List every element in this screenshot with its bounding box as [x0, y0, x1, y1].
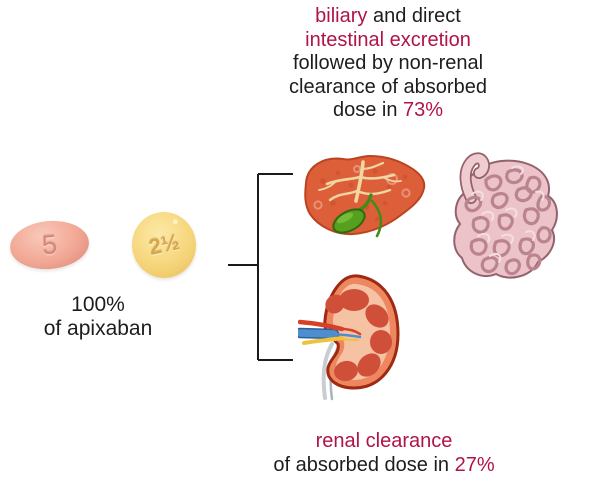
renal-pyramids — [325, 289, 392, 382]
liver-illustration — [304, 154, 426, 238]
yellow-tablet: 2½ — [127, 207, 201, 283]
bile-ducts — [318, 160, 402, 203]
accent-text: renal clearance — [315, 430, 453, 452]
caption-line: dose in 73% — [332, 99, 444, 121]
caption-line: renal clearance — [248, 429, 520, 453]
duodenum-tube — [459, 152, 491, 204]
yellow-tablet-imprint: 2½ — [146, 229, 182, 260]
top-caption: biliary and direct intestinal excretion … — [253, 5, 523, 123]
liver-spots — [313, 165, 411, 210]
dose-label-line: 100% — [71, 293, 125, 316]
accent-text: 73% — [403, 99, 444, 121]
accent-text: biliary — [315, 5, 368, 27]
pink-tablet-imprint: 5 — [40, 228, 59, 261]
dose-label: 100% of apixaban — [18, 293, 178, 341]
caption-line: followed by non-renal — [292, 52, 484, 74]
caption-line: biliary and direct — [315, 5, 461, 27]
caption-line: intestinal excretion — [253, 29, 523, 53]
accent-text: intestinal excretion — [305, 28, 471, 51]
intestine-coils — [464, 168, 552, 276]
gallbladder-icon — [332, 193, 383, 238]
accent-text: 27% — [454, 454, 495, 476]
small-intestine-illustration — [453, 152, 558, 279]
renal-vessels — [298, 319, 362, 345]
bottom-caption: renal clearance of absorbed dose in 27% — [248, 429, 520, 477]
caption-line: clearance of absorbed — [289, 75, 487, 98]
kidney-cross-section-illustration — [298, 274, 400, 401]
ureter-yellow — [302, 336, 344, 345]
dose-label-line: of apixaban — [43, 317, 153, 340]
pink-tablet: 5 — [8, 217, 91, 273]
liver-body — [304, 154, 426, 236]
caption-line: of absorbed dose in 27% — [273, 454, 495, 476]
branch-connector — [228, 173, 293, 361]
intestine-highlights — [471, 165, 545, 263]
